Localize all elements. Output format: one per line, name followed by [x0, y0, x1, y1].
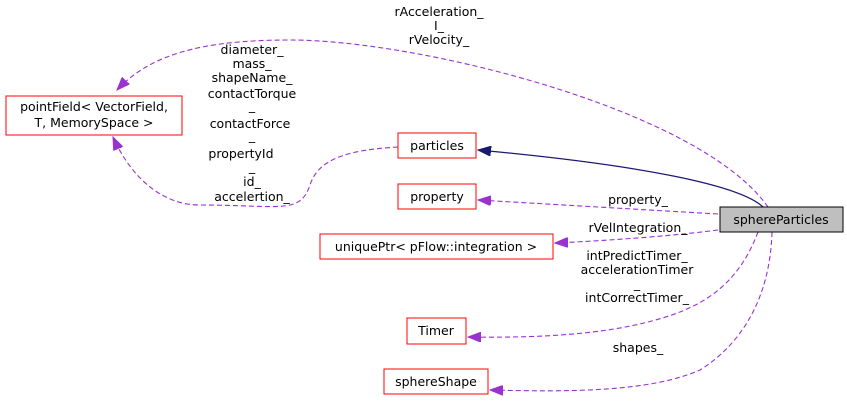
node-uniqueptr-label: uniquePtr< pFlow::integration >	[335, 239, 537, 254]
edge-label-shapes: shapes_	[613, 340, 664, 355]
edge-label-left-1: mass_	[232, 56, 272, 71]
edge-label-left-4: _	[248, 98, 256, 113]
node-particles[interactable]: particles	[397, 132, 477, 159]
edge-shapes	[490, 231, 773, 391]
edge-label-timer-1: accelerationTimer	[581, 262, 695, 277]
edge-label-left-8: _	[248, 159, 256, 174]
node-pointfield[interactable]: pointField< VectorField, T, MemorySpace …	[5, 95, 183, 136]
edge-label-left-3: contactTorque	[208, 86, 297, 101]
edge-label-property: property_	[608, 192, 669, 207]
node-property-label: property	[410, 189, 464, 204]
node-property[interactable]: property	[397, 183, 477, 210]
node-timer[interactable]: Timer	[406, 317, 467, 345]
node-pointfield-line1: pointField< VectorField,	[20, 99, 168, 114]
node-sphereparticles[interactable]: sphereParticles	[719, 206, 844, 233]
edge-label-timer-3: intCorrectTimer_	[585, 290, 690, 305]
node-sphereparticles-label: sphereParticles	[733, 212, 828, 227]
node-particles-label: particles	[410, 138, 464, 153]
edge-label-top-2: rVelocity_	[409, 32, 470, 47]
edge-label-left-6: _	[248, 128, 256, 143]
edge-inheritance-particles	[478, 150, 764, 208]
edge-label-timer-2: _	[633, 276, 641, 291]
edge-label-left-9: id_	[243, 174, 261, 189]
edge-label-left: diameter_ mass_ shapeName_ contactTorque…	[208, 42, 297, 204]
edge-label-left-5: contactForce	[210, 116, 291, 131]
node-timer-label: Timer	[417, 323, 455, 338]
node-sphereshape-label: sphereShape	[395, 374, 477, 389]
node-sphereshape[interactable]: sphereShape	[383, 368, 489, 395]
edge-particles-pointfield	[113, 137, 399, 208]
edge-label-timer: intPredictTimer_ accelerationTimer _ int…	[581, 248, 695, 305]
edge-label-left-7: propertyId	[208, 146, 273, 161]
edge-label-left-2: shapeName_	[212, 70, 294, 85]
node-uniqueptr[interactable]: uniquePtr< pFlow::integration >	[319, 233, 554, 260]
edge-label-top: rAcceleration_ I_ rVelocity_	[394, 4, 484, 47]
edge-label-top-0: rAcceleration_	[394, 4, 484, 19]
edge-top-pointfield	[117, 39, 769, 208]
edge-label-left-10: accelertion_	[214, 189, 290, 204]
edge-label-integration: rVelIntegration_	[588, 220, 688, 235]
edge-property	[478, 200, 719, 215]
edge-label-timer-0: intPredictTimer_	[586, 248, 688, 263]
edge-label-top-1: I_	[434, 18, 445, 33]
edge-timer	[468, 231, 759, 337]
node-pointfield-line2: T, MemorySpace >	[34, 115, 154, 130]
edge-label-left-0: diameter_	[221, 42, 285, 57]
